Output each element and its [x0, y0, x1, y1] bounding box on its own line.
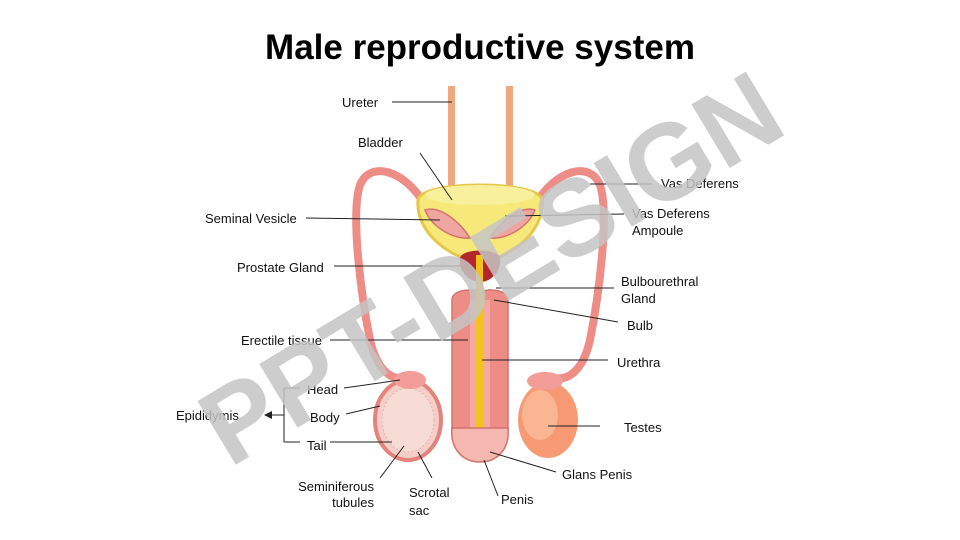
label-scrotal-line2: sac: [409, 503, 430, 518]
label-seminal-vesicle: Seminal Vesicle: [205, 211, 297, 226]
leader-glans: [489, 451, 557, 473]
label-bulbourethral-line2: Gland: [621, 291, 656, 306]
leader-seminal-vesicle: [305, 217, 441, 221]
vas-deferens-left: [352, 167, 429, 383]
leader-body: [345, 405, 381, 415]
label-head: Head: [307, 382, 339, 397]
label-epididymis: Epididymis: [176, 408, 239, 423]
bracket-arrow-head: [264, 411, 272, 419]
leader-lines: [270, 101, 652, 497]
epididymis-left-head: [394, 371, 426, 389]
label-seminiferous-line2: tubules: [332, 495, 374, 510]
bladder-top: [425, 185, 535, 205]
vas-deferens-right: [531, 167, 608, 383]
seminal-vesicle-left: [424, 208, 472, 239]
label-prostate-gland: Prostate Gland: [237, 260, 324, 275]
label-ureter: Ureter: [342, 95, 379, 110]
label-urethra: Urethra: [617, 355, 661, 370]
label-seminiferous-line1: Seminiferous: [298, 479, 374, 494]
ureter-right: [506, 86, 513, 198]
ureter-left: [448, 86, 455, 198]
label-bladder: Bladder: [358, 135, 403, 150]
label-bulbourethral-line1: Bulbourethral: [621, 274, 699, 289]
label-bulb: Bulb: [627, 318, 654, 333]
label-erectile-tissue: Erectile tissue: [241, 333, 322, 348]
testis-right-highlight: [522, 390, 558, 440]
glans-shape: [451, 427, 509, 463]
label-vas-ampoule-line1: Vas Deferens: [632, 206, 710, 221]
label-glans-penis: Glans Penis: [562, 467, 633, 482]
label-body: Body: [310, 410, 340, 425]
page-title: Male reproductive system: [265, 28, 695, 67]
label-vas-deferens: Vas Deferens: [661, 176, 739, 191]
urethra-tube: [476, 255, 483, 460]
leader-scrotal: [417, 451, 433, 479]
leader-seminiferous: [379, 445, 405, 479]
label-penis: Penis: [501, 492, 534, 507]
label-scrotal-line1: Scrotal: [409, 485, 450, 500]
leader-bulb: [493, 299, 619, 323]
leader-vas-ampoule: [504, 213, 625, 217]
leader-penis: [483, 459, 499, 497]
leader-bladder: [419, 152, 453, 201]
seminal-vesicle-right: [488, 208, 536, 239]
label-testes: Testes: [624, 420, 662, 435]
label-vas-ampoule-line2: Ampoule: [632, 223, 684, 238]
epididymis-right-head: [527, 372, 563, 390]
label-tail: Tail: [307, 438, 327, 453]
leader-head: [343, 379, 401, 389]
